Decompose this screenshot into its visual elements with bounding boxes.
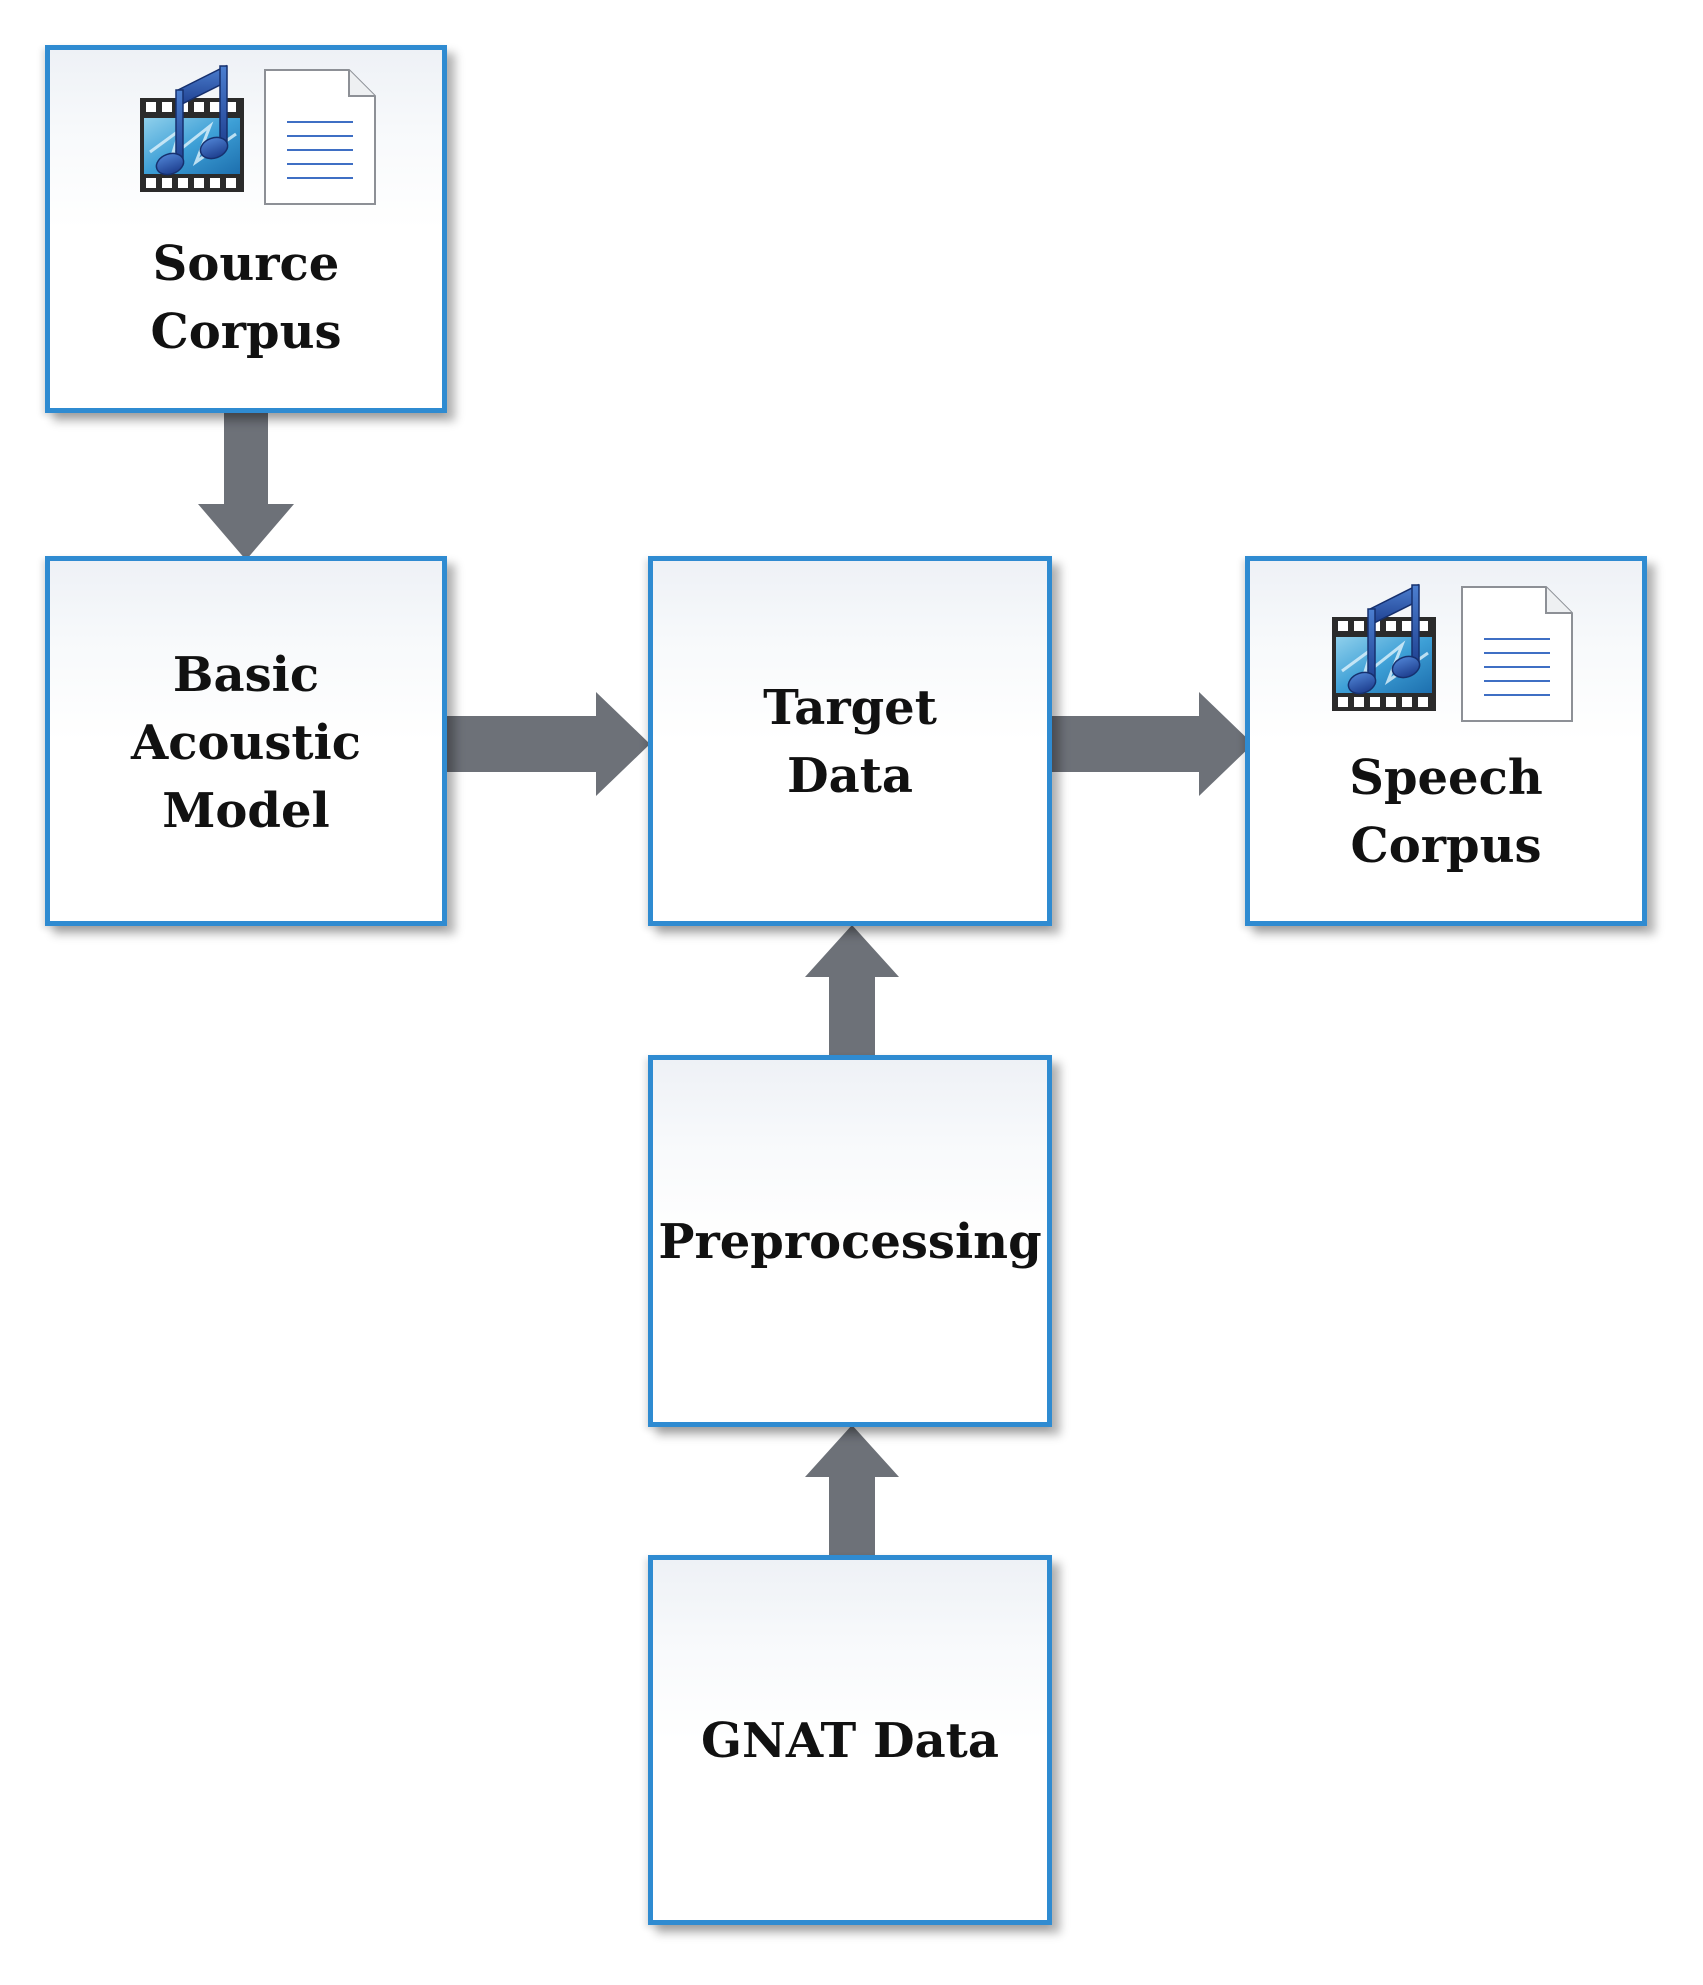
speech-corpus-line2: Corpus	[1350, 818, 1542, 874]
basic-acoustic-model-line3: Model	[162, 783, 330, 839]
basic-acoustic-model-line2: Acoustic	[130, 715, 362, 771]
document-icon	[263, 68, 377, 206]
gnat-data-label: GNAT Data	[653, 1707, 1047, 1775]
node-basic-acoustic-model: Basic Acoustic Model	[45, 556, 447, 926]
source-corpus-line2: Corpus	[150, 304, 342, 360]
basic-acoustic-model-label: Basic Acoustic Model	[50, 641, 442, 845]
arrow-preprocessing-to-target	[805, 925, 899, 1065]
basic-acoustic-model-line1: Basic	[172, 647, 320, 703]
arrow-gnat-to-preprocessing	[805, 1425, 899, 1565]
node-gnat-data: GNAT Data	[648, 1555, 1052, 1925]
target-data-line2: Data	[787, 748, 913, 804]
node-preprocessing: Preprocessing	[648, 1055, 1052, 1427]
node-target-data: Target Data	[648, 556, 1052, 926]
music-film-icon	[1332, 579, 1436, 711]
gnat-data-line1: GNAT Data	[701, 1713, 999, 1769]
speech-corpus-label: Speech Corpus	[1250, 744, 1642, 880]
arrow-acoustic-to-target	[446, 692, 650, 796]
document-icon	[1460, 585, 1574, 723]
preprocessing-label: Preprocessing	[653, 1208, 1047, 1276]
music-film-icon	[140, 60, 244, 192]
target-data-line1: Target	[763, 680, 937, 736]
arrow-target-to-speech	[1049, 692, 1253, 796]
source-corpus-label: Source Corpus	[50, 230, 442, 366]
preprocessing-line1: Preprocessing	[658, 1214, 1042, 1270]
arrow-source-to-acoustic	[198, 410, 294, 560]
speech-corpus-line1: Speech	[1349, 750, 1543, 806]
target-data-label: Target Data	[653, 674, 1047, 810]
node-source-corpus: Source Corpus	[45, 45, 447, 413]
node-speech-corpus: Speech Corpus	[1245, 556, 1647, 926]
source-corpus-line1: Source	[152, 236, 340, 292]
